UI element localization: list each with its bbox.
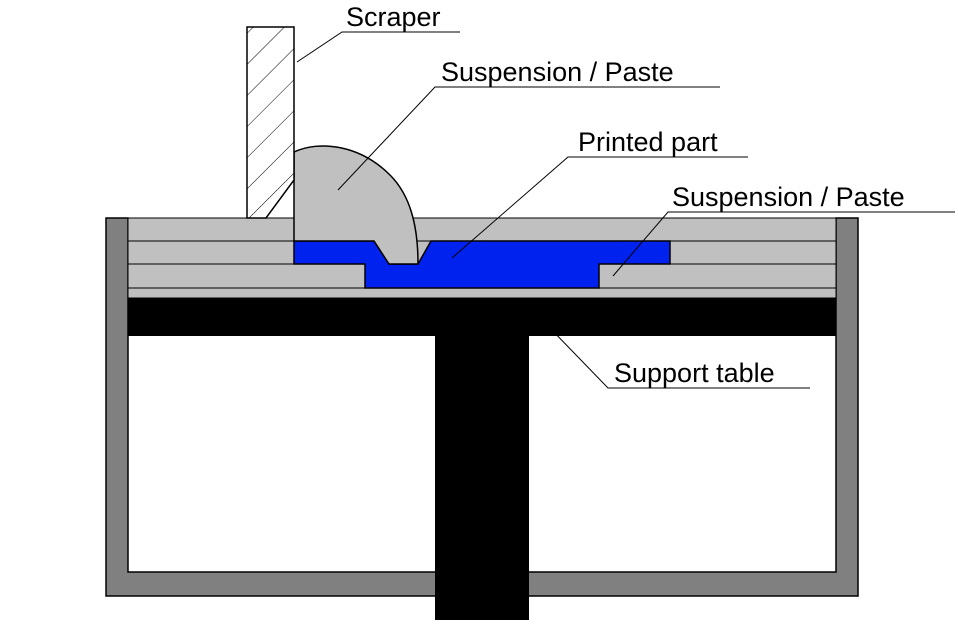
support-table-stem [435,298,529,620]
label-suspension-right: Suspension / Paste [672,182,905,212]
scraper [246,26,295,219]
scraper-hatch [246,26,295,219]
paste-mound [293,145,419,265]
label-printed-part: Printed part [578,127,718,157]
label-suspension-top: Suspension / Paste [441,57,674,87]
support-table [128,298,836,620]
label-scraper: Scraper [346,2,441,32]
suspension-right-leader [612,211,955,277]
support-table-leader [547,325,810,389]
printed-part-leader [451,156,748,259]
scraper-leader [296,31,460,63]
leader-lines [296,31,955,389]
suspension-top-leader [337,86,720,191]
support-table-arrowhead [546,324,554,331]
label-support-table: Support table [614,358,775,388]
